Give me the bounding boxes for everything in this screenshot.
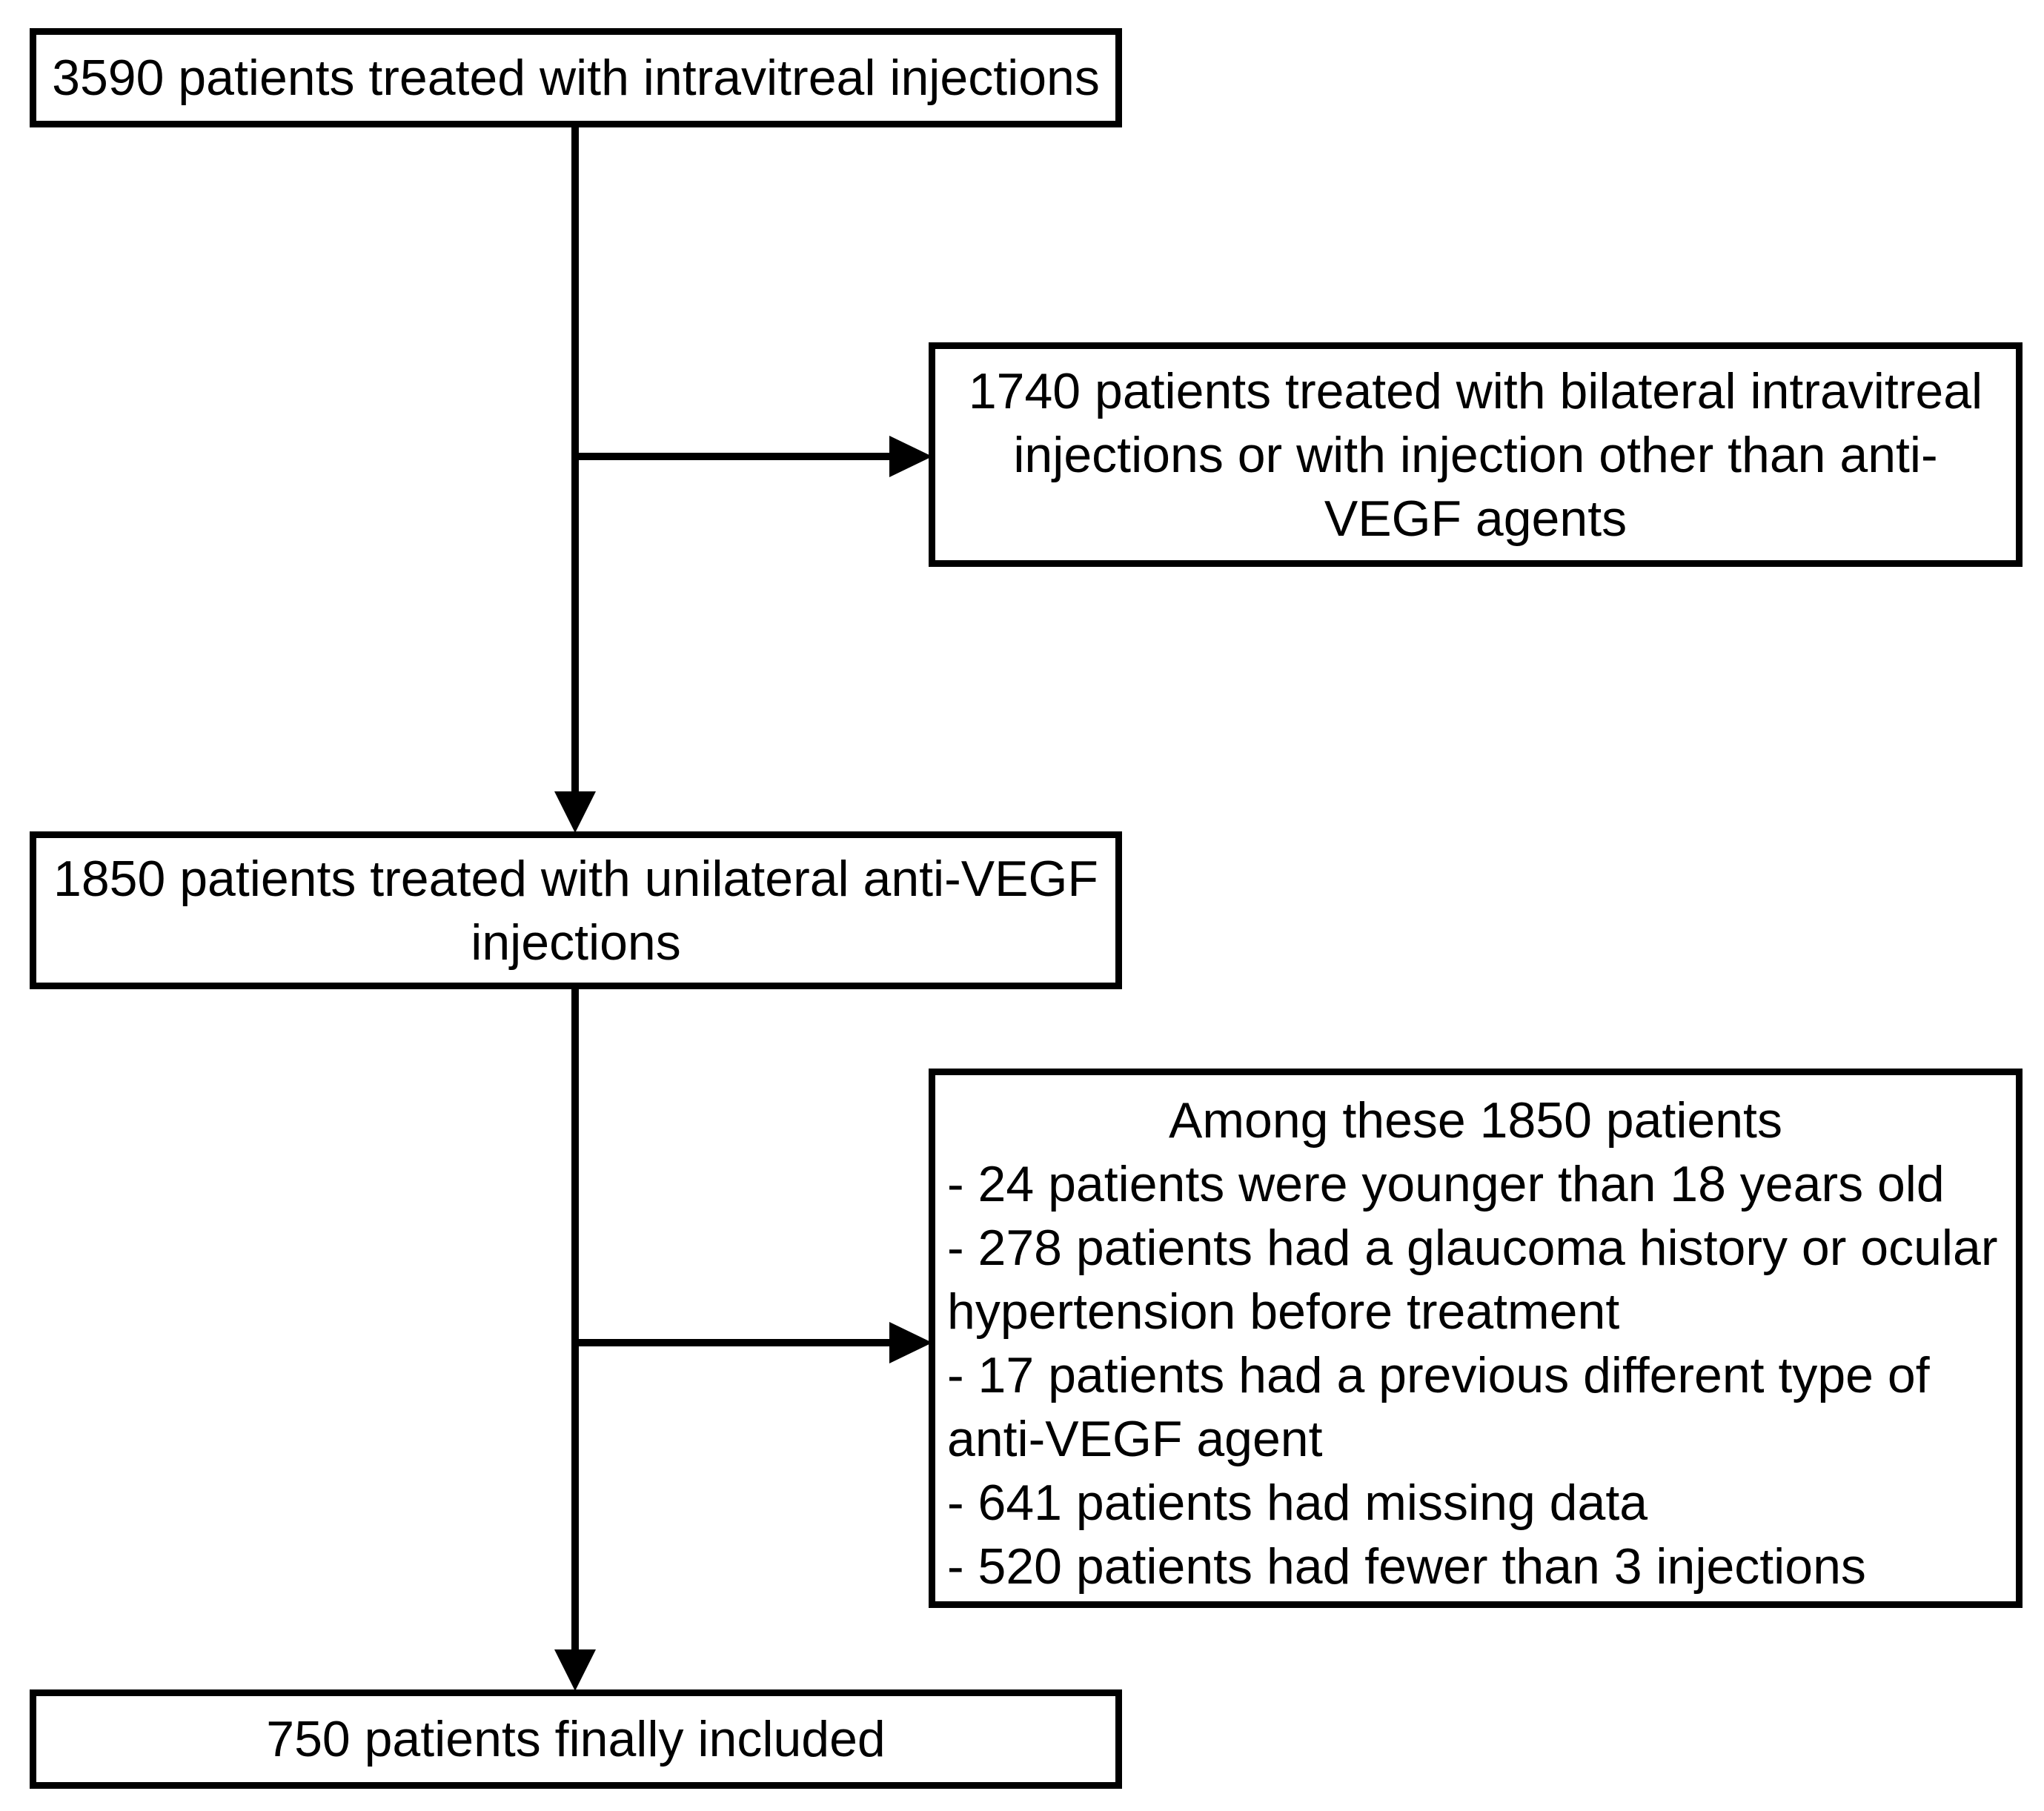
exclusion-box-1: 1740 patients treated with bilateral int… bbox=[929, 342, 2023, 567]
end-box: 750 patients finally included bbox=[30, 1689, 1122, 1789]
start-box: 3590 patients treated with intravitreal … bbox=[30, 28, 1122, 127]
arrowhead-down-2 bbox=[554, 1649, 596, 1691]
exclusion-item: - 17 patients had a previous different t… bbox=[947, 1347, 1930, 1467]
arrowhead-right-2 bbox=[889, 1322, 932, 1363]
arrowhead-down-1 bbox=[554, 791, 596, 833]
end-box-text: 750 patients finally included bbox=[266, 1711, 886, 1767]
exclusion-item: - 278 patients had a glaucoma history or… bbox=[947, 1220, 1998, 1340]
start-box-text: 3590 patients treated with intravitreal … bbox=[52, 50, 1100, 106]
middle-box-text: 1850 patients treated with unilateral an… bbox=[53, 850, 1098, 971]
exclusion-box-1-text: 1740 patients treated with bilateral int… bbox=[968, 362, 1983, 547]
middle-box: 1850 patients treated with unilateral an… bbox=[30, 831, 1122, 989]
exclusion-item: - 24 patients were younger than 18 years… bbox=[947, 1156, 1945, 1212]
exclusion-box-2: Among these 1850 patients - 24 patients … bbox=[929, 1069, 2023, 1608]
exclusion-item: - 520 patients had fewer than 3 injectio… bbox=[947, 1538, 1866, 1595]
exclusion-item: - 641 patients had missing data bbox=[947, 1475, 1648, 1531]
arrowhead-right-1 bbox=[889, 436, 932, 477]
exclusion-box-2-heading: Among these 1850 patients bbox=[1169, 1092, 1782, 1149]
